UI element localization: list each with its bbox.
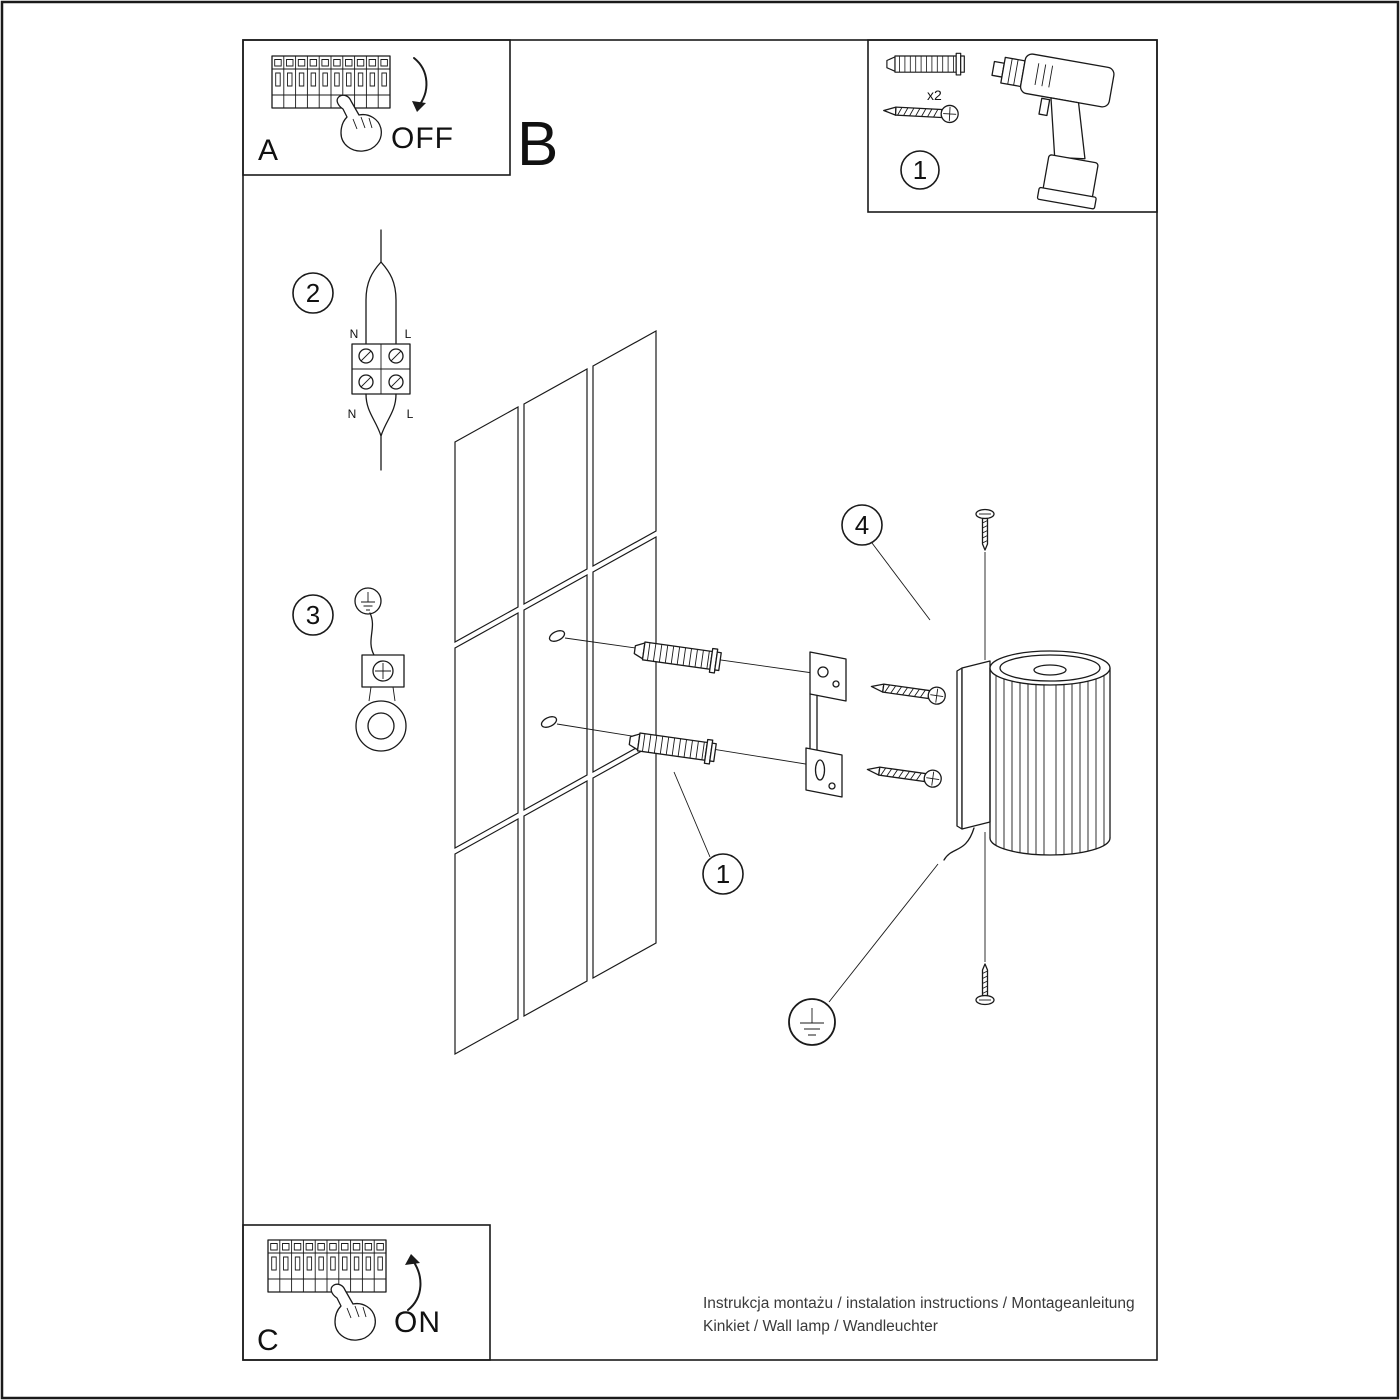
mounting-bracket bbox=[805, 651, 847, 798]
on-arrowhead-icon bbox=[405, 1254, 420, 1265]
step-2-number: 2 bbox=[306, 278, 320, 308]
wall-tile bbox=[523, 367, 588, 606]
wall-tiles bbox=[454, 329, 657, 1056]
neutral-top-label: N bbox=[350, 327, 359, 341]
circuit-breaker-drawing bbox=[267, 1239, 387, 1293]
tools-panel: x2 1 bbox=[867, 39, 1158, 213]
callout-line bbox=[673, 771, 711, 858]
panel-b-letter: B bbox=[517, 110, 558, 179]
screw-icon bbox=[882, 101, 960, 124]
footer-line-1: Instrukcja montażu / instalation instruc… bbox=[703, 1295, 1135, 1312]
mounting-screw bbox=[869, 677, 947, 706]
on-label: ON bbox=[394, 1306, 441, 1339]
wall-tile bbox=[523, 573, 588, 812]
anchor-count-label: x2 bbox=[927, 87, 942, 103]
cover-screw-bottom bbox=[975, 963, 995, 1006]
panel-c: ON C bbox=[242, 1224, 491, 1361]
footer: Instrukcja montażu / instalation instruc… bbox=[703, 1295, 1135, 1335]
panel-a-letter: A bbox=[258, 134, 278, 167]
callout-line bbox=[828, 863, 939, 1003]
step-3-number: 3 bbox=[306, 600, 320, 630]
earth-symbol-icon bbox=[354, 587, 382, 615]
step-circle bbox=[841, 504, 883, 546]
step-circle bbox=[900, 150, 940, 190]
exploded-assembly: 1 4 bbox=[556, 504, 1111, 1046]
wall-tile bbox=[592, 741, 657, 980]
panel-a-box bbox=[242, 39, 511, 176]
wire-fork-top bbox=[365, 261, 397, 345]
line-top-label: L bbox=[405, 327, 412, 341]
lamp-back-plate bbox=[956, 660, 991, 830]
line-bottom-label: L bbox=[407, 407, 414, 421]
callout-line bbox=[871, 542, 931, 621]
off-arrow bbox=[413, 57, 428, 109]
main-frame bbox=[242, 39, 1158, 1361]
lamp-holder-ring bbox=[355, 700, 407, 752]
earth-symbol-callout bbox=[788, 998, 836, 1046]
step-circle bbox=[292, 272, 334, 314]
wire-fork-bottom bbox=[365, 393, 397, 471]
wall-tile bbox=[454, 611, 519, 850]
wall-tile bbox=[592, 329, 657, 568]
drill-icon bbox=[991, 53, 1115, 210]
panel-c-letter: C bbox=[257, 1324, 279, 1357]
wall-tile bbox=[523, 779, 588, 1018]
tools-step-number: 1 bbox=[913, 155, 927, 185]
step-4-number: 4 bbox=[855, 510, 869, 540]
wall-tile bbox=[454, 405, 519, 644]
off-label: OFF bbox=[391, 122, 454, 155]
footer-line-2: Kinkiet / Wall lamp / Wandleuchter bbox=[703, 1318, 938, 1335]
cover-screw-top bbox=[975, 508, 995, 551]
drill-hole bbox=[548, 630, 566, 642]
step-circle bbox=[292, 594, 334, 636]
step-circle bbox=[702, 853, 744, 895]
mounting-screw bbox=[865, 760, 943, 789]
earth-wire bbox=[369, 612, 375, 656]
lamp-shade bbox=[989, 650, 1111, 856]
lamp-earth-wire bbox=[943, 827, 975, 861]
tools-panel-box bbox=[867, 39, 1158, 213]
wall-plug-icon bbox=[886, 52, 965, 76]
step-2-wiring: 2 N L N L bbox=[292, 229, 414, 471]
drill-hole bbox=[540, 716, 558, 728]
on-arrow bbox=[407, 1257, 422, 1311]
step-3-earth: 3 bbox=[292, 587, 407, 752]
circuit-breaker-drawing bbox=[271, 55, 391, 109]
step-1-number: 1 bbox=[716, 859, 730, 889]
wall-tile bbox=[454, 817, 519, 1056]
off-arrowhead-icon bbox=[412, 101, 426, 112]
panel-c-box bbox=[242, 1224, 491, 1361]
panel-a: OFF A bbox=[242, 39, 511, 176]
neutral-bottom-label: N bbox=[348, 407, 357, 421]
